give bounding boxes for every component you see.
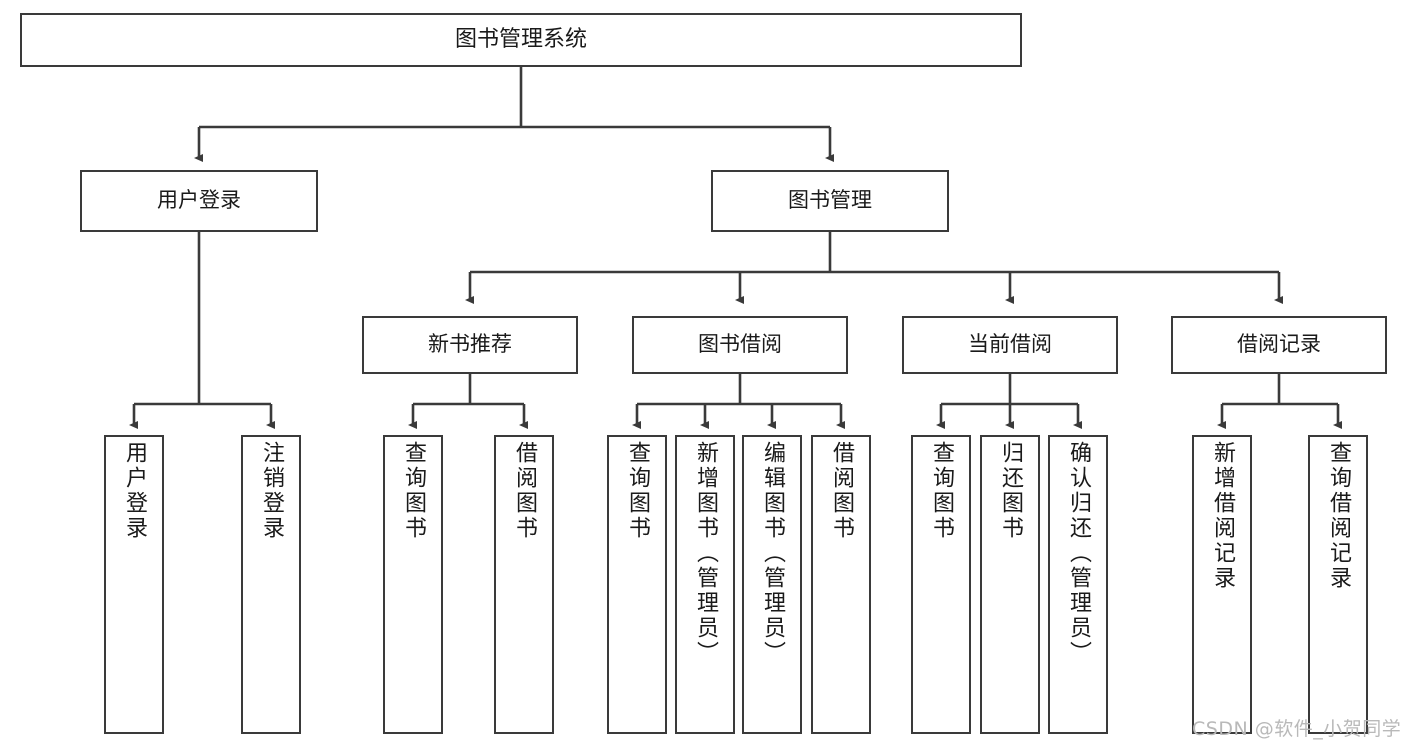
leaf-edit-book-admin[interactable]: 编辑图书（管理员） <box>742 435 802 734</box>
leaf-add-borrow-record[interactable]: 新增借阅记录 <box>1192 435 1252 734</box>
node-user-login-label: 用户登录 <box>157 188 241 213</box>
leaf-edit-book-admin-label: 编辑图书（管理员） <box>760 441 785 666</box>
node-book-management[interactable]: 图书管理 <box>711 170 949 232</box>
leaf-add-book-admin-label: 新增图书（管理员） <box>693 441 718 666</box>
node-current-borrow[interactable]: 当前借阅 <box>902 316 1118 374</box>
leaf-return-book-label: 归还图书 <box>998 441 1023 541</box>
node-new-book-recommend[interactable]: 新书推荐 <box>362 316 578 374</box>
node-current-borrow-label: 当前借阅 <box>968 332 1052 357</box>
leaf-logout-label: 注销登录 <box>259 441 284 541</box>
leaf-logout[interactable]: 注销登录 <box>241 435 301 734</box>
leaf-add-book-admin[interactable]: 新增图书（管理员） <box>675 435 735 734</box>
leaf-add-borrow-record-label: 新增借阅记录 <box>1210 441 1235 591</box>
leaf-query-book-recommend[interactable]: 查询图书 <box>383 435 443 734</box>
leaf-confirm-return-admin-label: 确认归还（管理员） <box>1066 441 1091 666</box>
leaf-return-book[interactable]: 归还图书 <box>980 435 1040 734</box>
leaf-confirm-return-admin[interactable]: 确认归还（管理员） <box>1048 435 1108 734</box>
leaf-borrow-book-recommend[interactable]: 借阅图书 <box>494 435 554 734</box>
leaf-user-login-label: 用户登录 <box>122 441 147 541</box>
leaf-query-book-recommend-label: 查询图书 <box>401 441 426 541</box>
leaf-borrow-book[interactable]: 借阅图书 <box>811 435 871 734</box>
node-book-management-label: 图书管理 <box>788 188 872 213</box>
node-book-borrow[interactable]: 图书借阅 <box>632 316 848 374</box>
node-borrow-record-label: 借阅记录 <box>1237 332 1321 357</box>
node-user-login[interactable]: 用户登录 <box>80 170 318 232</box>
leaf-user-login[interactable]: 用户登录 <box>104 435 164 734</box>
node-root[interactable]: 图书管理系统 <box>20 13 1022 67</box>
node-root-label: 图书管理系统 <box>454 26 587 52</box>
node-new-book-recommend-label: 新书推荐 <box>428 332 512 357</box>
node-borrow-record[interactable]: 借阅记录 <box>1171 316 1387 374</box>
watermark-text: CSDN @软件_小贺同学 <box>1192 718 1402 740</box>
node-book-borrow-label: 图书借阅 <box>698 332 782 357</box>
leaf-query-book-borrow-label: 查询图书 <box>625 441 650 541</box>
leaf-query-book-borrow[interactable]: 查询图书 <box>607 435 667 734</box>
leaf-query-book-current[interactable]: 查询图书 <box>911 435 971 734</box>
leaf-query-book-current-label: 查询图书 <box>929 441 954 541</box>
leaf-query-borrow-record[interactable]: 查询借阅记录 <box>1308 435 1368 734</box>
leaf-borrow-book-recommend-label: 借阅图书 <box>512 441 537 541</box>
leaf-query-borrow-record-label: 查询借阅记录 <box>1326 441 1351 591</box>
leaf-borrow-book-label: 借阅图书 <box>829 441 854 541</box>
